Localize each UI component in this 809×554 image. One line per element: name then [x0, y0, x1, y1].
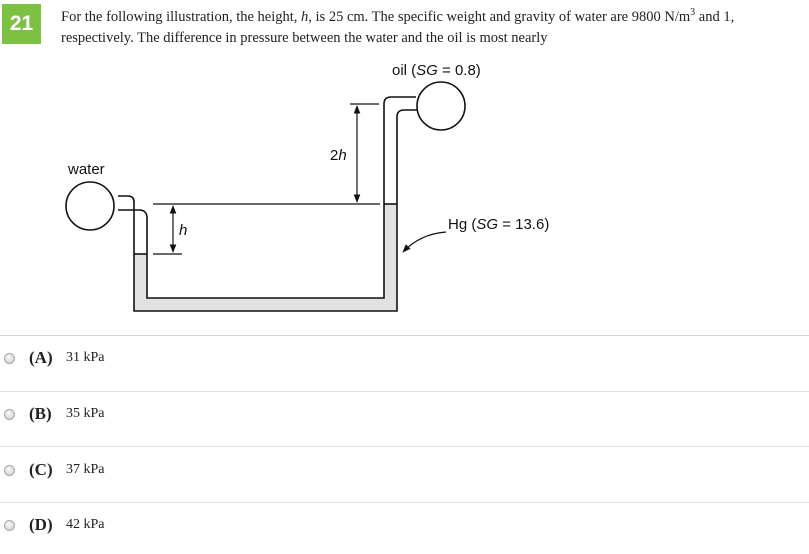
right-riser-outer	[383, 96, 416, 204]
right-riser-inner	[396, 109, 418, 204]
choice-c-value: 37 kPa	[66, 462, 105, 477]
choice-a-value: 31 kPa	[66, 350, 105, 365]
question-text-part3: and 1, respectively. The difference in p…	[61, 9, 735, 46]
height-h-label: h	[179, 222, 187, 239]
choice-divider	[0, 502, 809, 503]
question-number-badge: 21	[2, 4, 41, 44]
height-2h-label: 2h	[330, 147, 347, 164]
choice-b-letter: (B)	[29, 404, 52, 423]
mercury-fill	[134, 204, 397, 311]
left-riser-inner	[118, 209, 148, 254]
choice-d[interactable]: (D) 42 kPa	[0, 500, 809, 550]
radio-b[interactable]	[4, 408, 15, 420]
choice-divider	[0, 391, 809, 392]
manometer-figure: oil (SG = 0.8) water 2h h Hg (SG = 13.6)	[65, 62, 549, 312]
choice-d-letter: (D)	[29, 515, 53, 534]
question-var-h: h	[301, 9, 309, 25]
choice-divider	[0, 446, 809, 447]
question-text-part2: , is 25 cm. The specific weight and grav…	[308, 9, 691, 25]
radio-d[interactable]	[4, 519, 15, 531]
choice-a-letter: (A)	[29, 348, 53, 367]
tube-inner-wall	[146, 204, 385, 299]
radio-c[interactable]	[4, 464, 15, 476]
choice-a[interactable]: (A) 31 kPa	[0, 333, 809, 383]
choice-b-value: 35 kPa	[66, 406, 105, 421]
choice-d-value: 42 kPa	[66, 517, 105, 532]
hg-leader-line	[402, 231, 447, 253]
oil-label: oil (SG = 0.8)	[392, 62, 481, 79]
choice-c[interactable]: (C) 37 kPa	[0, 445, 809, 495]
choice-b[interactable]: (B) 35 kPa	[0, 389, 809, 439]
tube-outer-wall	[133, 204, 398, 312]
question-text: For the following illustration, the heig…	[61, 7, 801, 49]
hg-label: Hg (SG = 13.6)	[448, 216, 549, 233]
question-text-sup: 3	[690, 7, 696, 19]
question-divider	[0, 335, 809, 336]
question-text-part1: For the following illustration, the heig…	[61, 9, 302, 25]
water-vessel	[65, 181, 115, 231]
choice-c-letter: (C)	[29, 460, 53, 479]
radio-a[interactable]	[4, 352, 15, 364]
water-label: water	[67, 161, 105, 178]
left-riser-outer	[118, 195, 135, 254]
oil-vessel	[416, 81, 466, 131]
